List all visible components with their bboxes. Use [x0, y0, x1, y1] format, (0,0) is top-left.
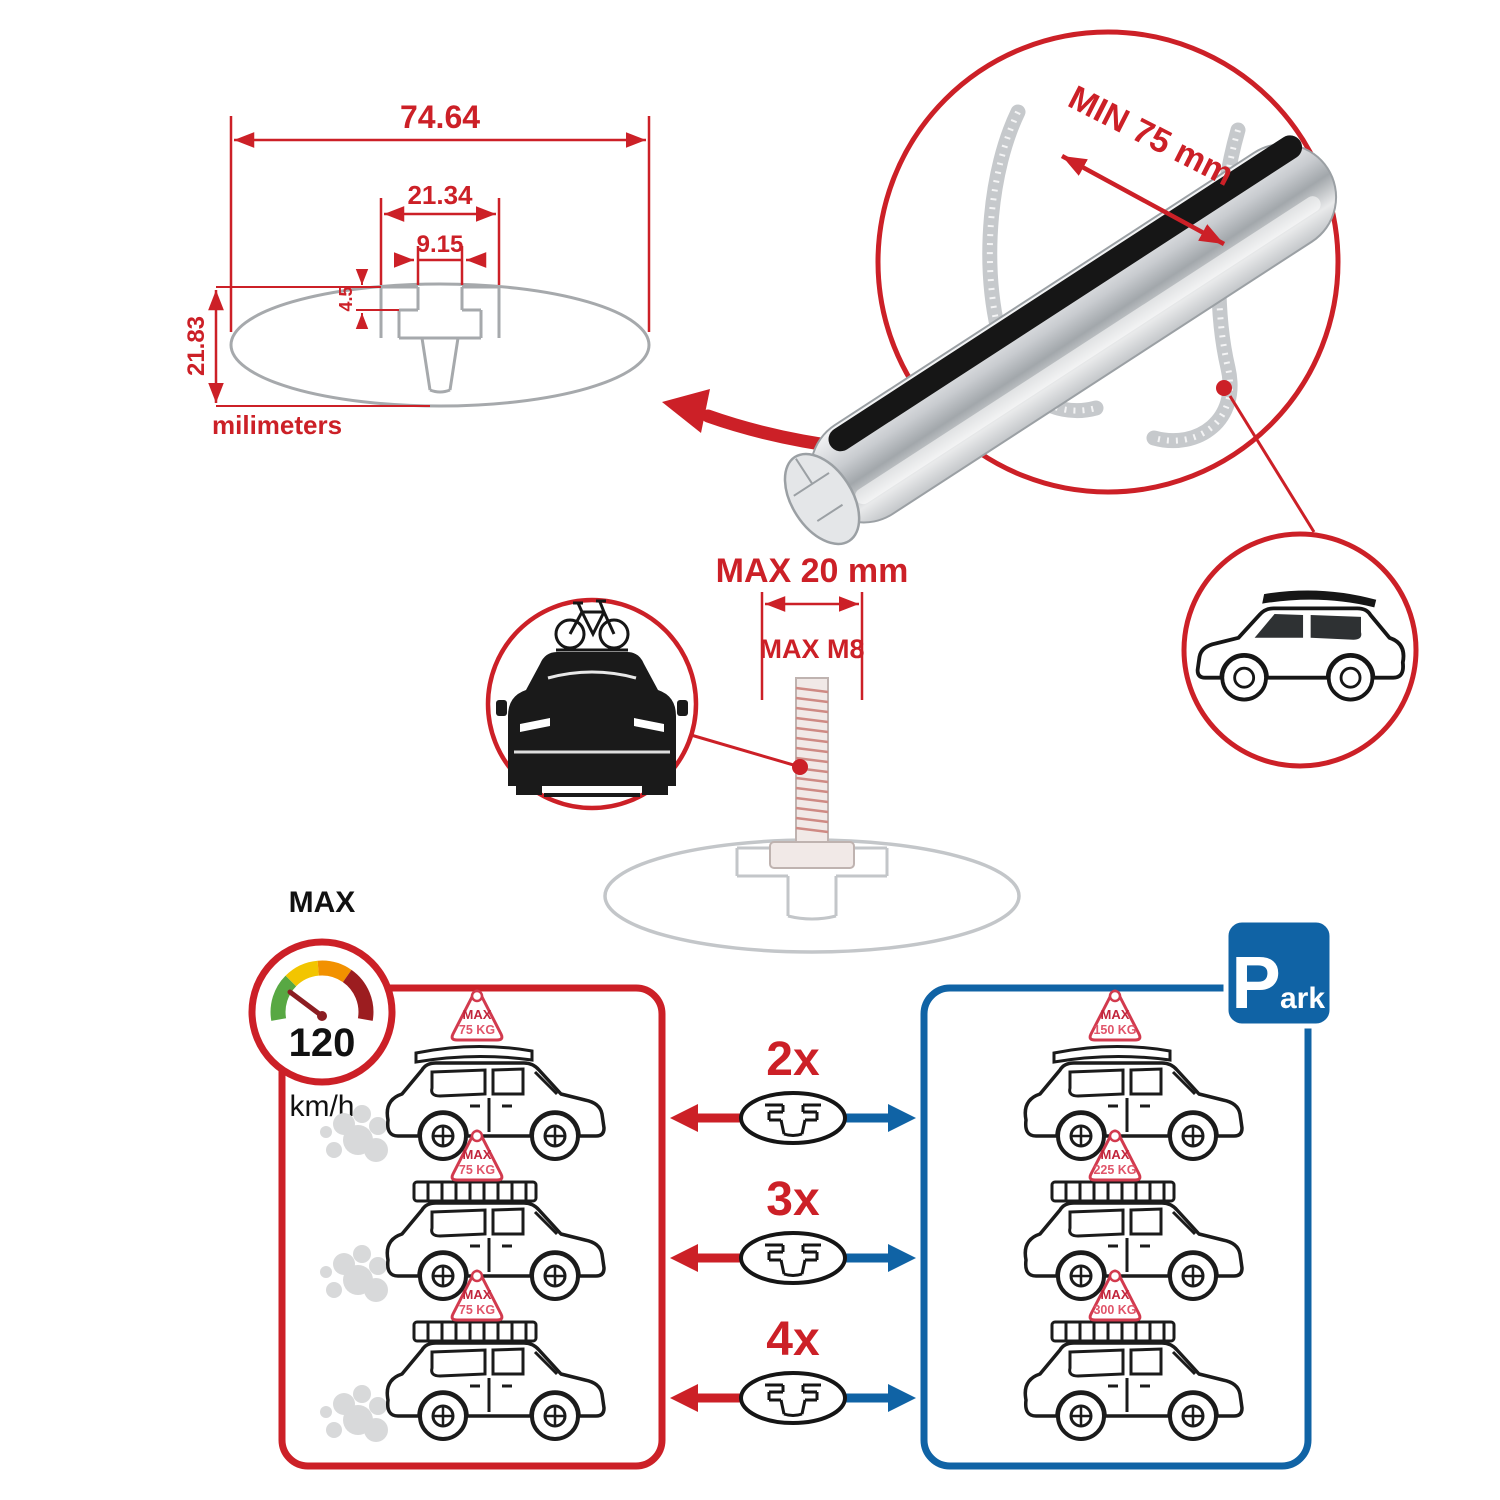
profile-tslot [379, 285, 501, 394]
bicycle-icon [554, 599, 630, 650]
leader-dot [1216, 380, 1232, 396]
parking-sign-p: P [1231, 941, 1280, 1024]
parked-car-row-3: MAX 300 KG [1023, 1269, 1244, 1441]
t-bolt [769, 677, 855, 869]
bolt-max-depth-label: MAX 20 mm [716, 552, 909, 590]
parked-car-row-1: MAX 150 KG [1023, 989, 1244, 1161]
speed-value: 120 [289, 1021, 356, 1065]
channel-tslot [735, 846, 889, 921]
load-sign-value: 75 KG [459, 1163, 495, 1177]
suv-circle [1181, 531, 1419, 769]
bar-render-section: MIN 75 mm [783, 29, 1419, 769]
car-front-icon [496, 648, 688, 797]
driving-car-row-2: MAX 75 KG [320, 1129, 606, 1302]
load-sign-title: MAX [1101, 1007, 1130, 1022]
load-sign-title: MAX [1101, 1287, 1130, 1302]
zoom-circle [875, 29, 1341, 495]
row-1-connector: 2x [670, 1033, 916, 1145]
parked-car-row-2: MAX 225 KG [1023, 1129, 1244, 1301]
load-sign: MAX 75 KG [450, 989, 504, 1042]
parking-sign-ark: ark [1280, 982, 1325, 1015]
dim-upper-width-label: 21.34 [407, 180, 473, 210]
speed-max-label: MAX [289, 886, 356, 919]
bolt-head [769, 841, 855, 869]
load-sign-title: MAX [1101, 1147, 1130, 1162]
gauge-needle [287, 989, 325, 1019]
suv-illustration [1195, 590, 1406, 702]
bolt-max-thread-label: MAX M8 [759, 634, 864, 664]
crossbar-render [783, 135, 1338, 546]
load-sign-title: MAX [463, 1147, 492, 1162]
cross-section-diagram: 74.64 21.34 9.15 21.83 4.5 milimeters [183, 99, 855, 455]
roof-basket-icon [412, 1320, 538, 1343]
suv-roofbox [1262, 590, 1377, 608]
row-3-multiplier: 4x [766, 1313, 820, 1366]
dim-lip-depth [355, 268, 399, 330]
row-2-bar-icon [739, 1231, 847, 1285]
row-3-bar-icon [739, 1371, 847, 1425]
gauge-arcs [270, 960, 374, 1021]
load-sign-value: 300 KG [1093, 1303, 1136, 1317]
bolt-leader-dot [792, 759, 808, 775]
dim-total-width-label: 74.64 [400, 99, 480, 135]
min-span-label: MIN 75 mm [1062, 79, 1239, 194]
bar-end-cap [783, 452, 861, 546]
load-sign-value: 150 KG [1093, 1023, 1136, 1037]
comparison-section: MAX 120 km/h P ark 2x 3x 4x [248, 886, 1335, 1470]
row-1-bar-icon [739, 1091, 847, 1145]
load-sign: MAX 75 KG [450, 1269, 504, 1322]
bolt-section: MAX 20 mm MAX M8 [485, 552, 1021, 954]
driving-car-row-1: MAX 75 KG [320, 989, 606, 1162]
dim-slot-width-label: 9.15 [417, 231, 464, 258]
load-sign: MAX 300 KG [1088, 1269, 1142, 1322]
dim-bolt [760, 592, 864, 700]
dim-total-height-label: 21.83 [183, 316, 210, 376]
min-span-arrow [1060, 154, 1226, 246]
units-label: milimeters [212, 410, 342, 440]
profile-ellipse [229, 282, 651, 408]
parking-sign: P ark [1223, 917, 1335, 1029]
load-sign-value: 75 KG [459, 1303, 495, 1317]
bolt-leader-line [690, 733, 798, 768]
row-1-multiplier: 2x [766, 1033, 820, 1086]
roof-basket-icon [412, 1180, 538, 1203]
load-sign-title: MAX [463, 1287, 492, 1302]
roof-basket-icon [1050, 1320, 1176, 1343]
load-sign-value: 225 KG [1093, 1163, 1136, 1177]
row-2-connector: 3x [670, 1173, 916, 1285]
row-2-multiplier: 3x [766, 1173, 820, 1226]
load-sign: MAX 75 KG [450, 1129, 504, 1182]
roof-basket-icon [1050, 1180, 1176, 1203]
driving-car-row-3: MAX 75 KG [320, 1269, 606, 1442]
dim-slot-width [393, 246, 487, 285]
car-front-circle [485, 597, 699, 811]
load-sign-value: 75 KG [459, 1023, 495, 1037]
load-sign: MAX 150 KG [1088, 989, 1142, 1042]
dim-lip-depth-label: 4.5 [336, 286, 356, 311]
leader-line [1228, 395, 1316, 533]
dim-upper-width [379, 198, 501, 285]
speedometer: MAX 120 km/h [248, 886, 396, 1123]
row-3-connector: 4x [670, 1313, 916, 1425]
load-sign: MAX 225 KG [1088, 1129, 1142, 1182]
load-sign-title: MAX [463, 1007, 492, 1022]
dim-total-height [208, 286, 430, 407]
dim-total-width [229, 116, 651, 332]
